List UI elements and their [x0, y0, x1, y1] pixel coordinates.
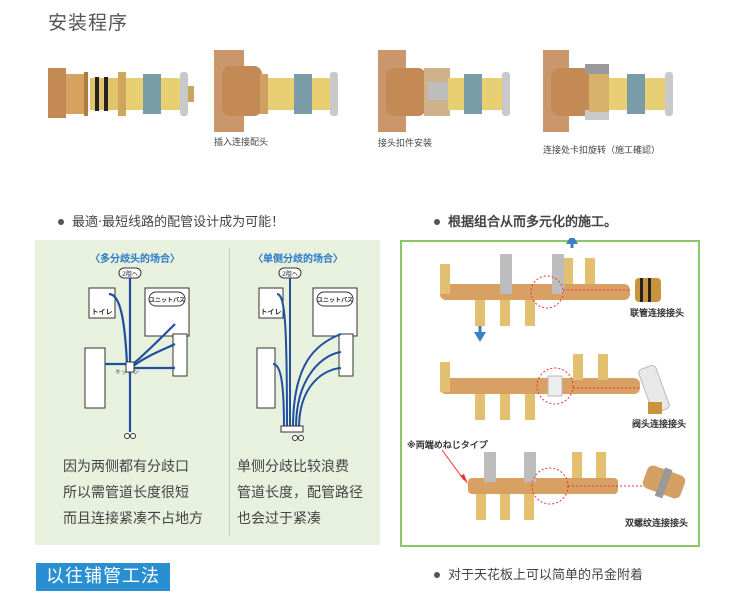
- case-multi-branch-title: 〈多分歧头的场合〉: [90, 254, 180, 265]
- connector-label-union: 联管连接接头: [630, 309, 685, 319]
- right-bullet: 根据组合从而多元化的施工。: [434, 211, 617, 230]
- toilet-box: [88, 287, 116, 319]
- toilet-label: トイレ: [92, 308, 113, 316]
- kitchen-box: [84, 347, 106, 409]
- washer-basin-box: [172, 333, 188, 377]
- step-2-image: [214, 50, 338, 132]
- arrow-down-icon: [474, 332, 486, 342]
- kitchen-box: [256, 347, 276, 409]
- upstairs-label: 2階へ: [122, 270, 138, 278]
- bullet-dot-icon: [58, 218, 64, 225]
- ceiling-mount-bullet: 对于天花板上可以简单的吊金附着: [434, 564, 643, 583]
- left-bullet-text: 最適·最短线路的配管设计成为可能！: [72, 215, 285, 230]
- arrow-up-icon: [566, 238, 578, 244]
- manifold-icon: [280, 425, 304, 433]
- step-4-image: [543, 50, 673, 132]
- bullet-dot-icon: [434, 218, 440, 225]
- manifold-combinations-panel: 联管连接接头 阀头连接接头 ※両端めねじタイプ: [400, 238, 700, 547]
- double-thread-connector-image: [642, 465, 686, 499]
- toilet-box: [258, 287, 284, 319]
- pointer-arrow-icon: [460, 474, 468, 484]
- single-branch-description: 单侧分歧比较浪费 管道长度，配管路径 也会过于紧凑: [237, 459, 363, 527]
- multi-branch-description: 因为两侧都有分歧口 所以需管道长度很短 而且连接紧凑不占地方: [63, 459, 203, 527]
- case-single-branch-title: 〈单侧分歧的场合〉: [253, 254, 343, 265]
- upstairs-label: 2階へ: [282, 270, 298, 278]
- ceiling-mount-text: 对于天花板上可以简单的吊金附着: [448, 568, 644, 583]
- multi-branch-diagram: 2階へ トイレ ユニットバス キッチン: [84, 267, 190, 439]
- connector-label-double-thread: 双螺纹连接接头: [625, 519, 689, 529]
- connector-label-valve: 阀头连接接头: [632, 420, 687, 430]
- step-3-caption: 接头扣件安装: [378, 139, 433, 149]
- manifold-row-2: [440, 354, 670, 420]
- manifold-row-1: [440, 238, 661, 342]
- washer-basin-box: [338, 333, 354, 377]
- pipes: [105, 278, 176, 432]
- left-bullet: 最適·最短线路的配管设计成为可能！: [58, 211, 284, 230]
- panel-divider: [229, 248, 230, 536]
- fitting-body: [48, 68, 88, 118]
- manifold-icon: [125, 361, 135, 373]
- manifold-row-3: [441, 449, 686, 520]
- valve-connector-image: [638, 364, 670, 414]
- pipes: [272, 278, 342, 429]
- right-bullet-text: 根据组合从而多元化的施工。: [448, 215, 618, 230]
- bullet-dot-icon: [434, 571, 440, 578]
- pipe-insert: [90, 72, 194, 116]
- section-title: 安装程序: [48, 12, 129, 34]
- step-2-caption: 插入连接配头: [214, 138, 269, 148]
- toilet-label: トイレ: [261, 308, 282, 316]
- female-thread-note: ※両端めねじタイプ: [407, 441, 488, 451]
- single-branch-diagram: 2階へ トイレ ユニットバス: [256, 267, 358, 441]
- bath-label: ユニットバス: [317, 296, 353, 304]
- piping-comparison-panel: 〈多分歧头的场合〉 〈单侧分歧的场合〉 2階へ トイレ ユニットバス キッチン …: [35, 240, 380, 545]
- step-4-caption: 连接处卡扣旋转（施工確認）: [543, 146, 661, 156]
- bath-label: ユニットバス: [149, 296, 185, 304]
- step-1-image: [48, 68, 194, 118]
- step-3-image: [378, 50, 510, 132]
- legacy-piping-method-button[interactable]: 以往铺管工法: [36, 563, 170, 591]
